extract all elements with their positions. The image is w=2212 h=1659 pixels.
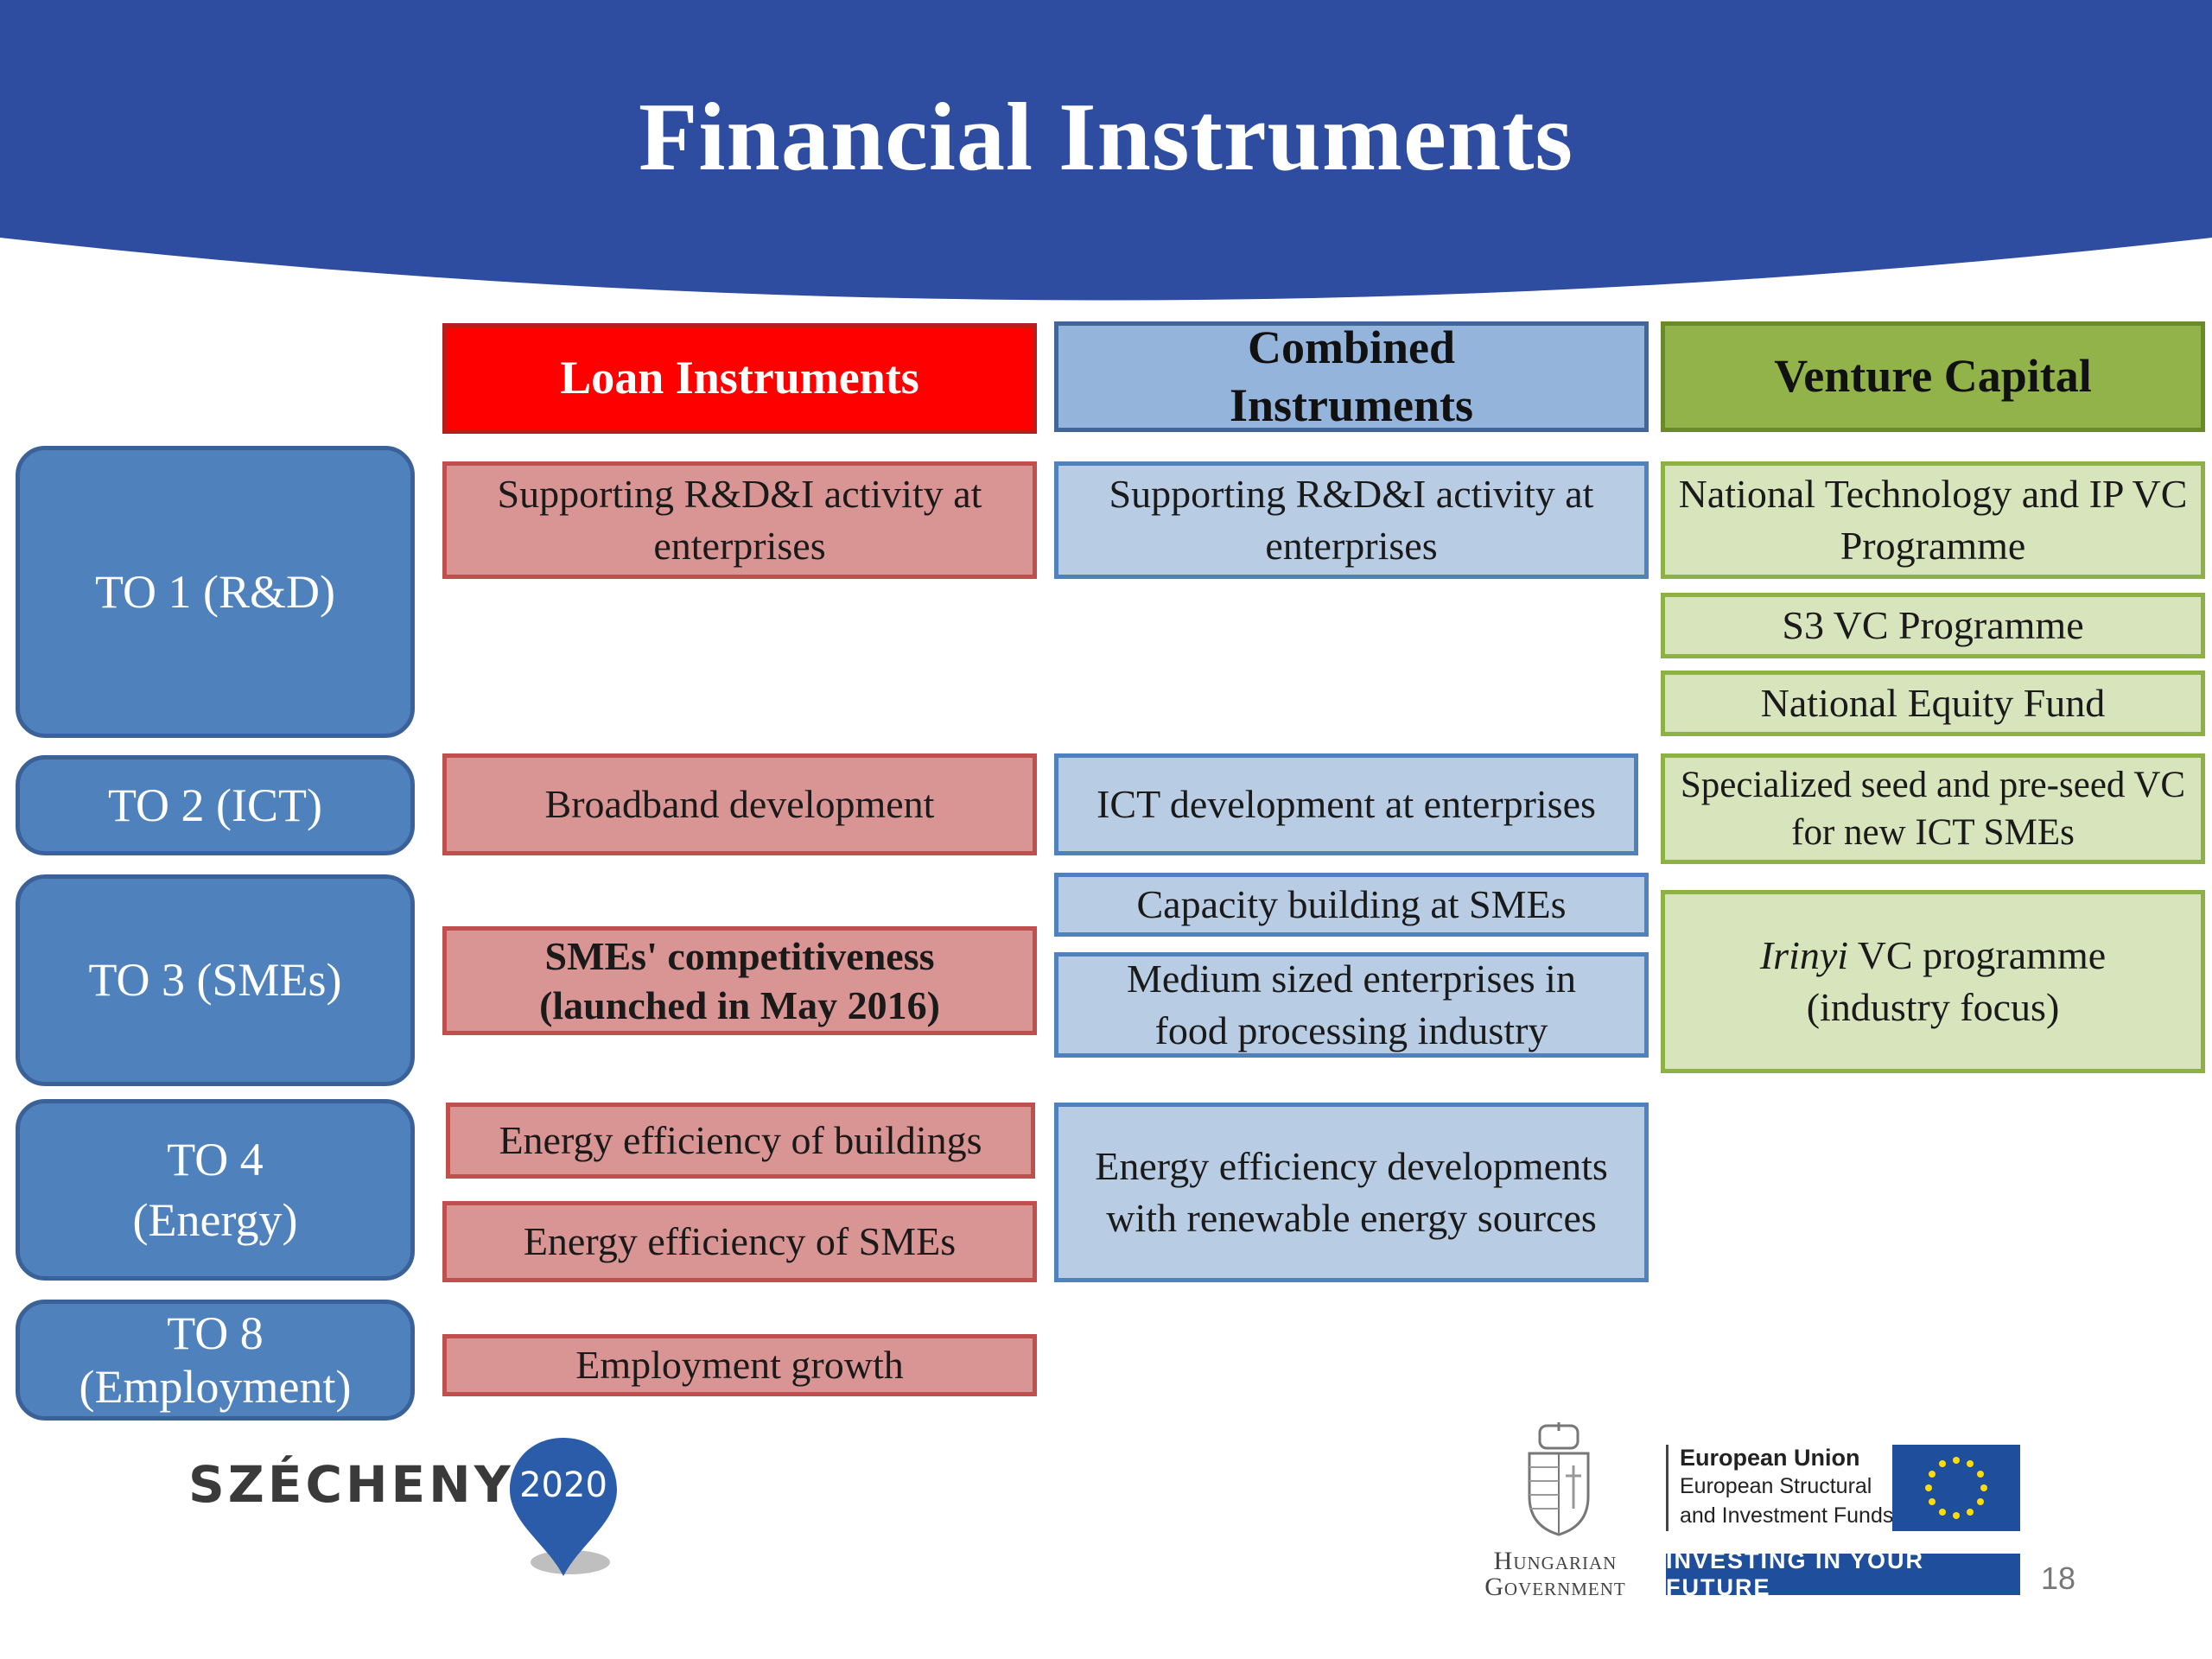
vc-irinyi: Irinyi VC programme (industry focus) xyxy=(1661,890,2205,1073)
loan-smes-competitiveness: SMEs' competitiveness (launched in May 2… xyxy=(442,926,1037,1035)
header-banner xyxy=(0,0,2212,301)
hungarian-government-label: Hungarian Government xyxy=(1484,1547,1626,1601)
to8-box: TO 8 (Employment) xyxy=(16,1300,415,1421)
page-title: Financial Instruments xyxy=(639,84,1573,191)
eu-label-line3: and Investment Funds xyxy=(1680,1503,1894,1528)
to4-box: TO 4 (Energy) xyxy=(16,1099,415,1281)
combined-rdi: Supporting R&D&I activity at enterprises xyxy=(1054,461,1649,579)
vc-national-tech-ip: National Technology and IP VC Programme xyxy=(1661,461,2205,579)
to3-box: TO 3 (SMEs) xyxy=(16,874,415,1086)
eu-label-line2: European Structural xyxy=(1680,1474,1872,1498)
eu-label-line1: European Union xyxy=(1680,1445,1860,1471)
column-header-loan: Loan Instruments xyxy=(442,323,1037,434)
vc-national-equity-fund: National Equity Fund xyxy=(1661,671,2205,736)
loan-ee-buildings: Energy efficiency of buildings xyxy=(446,1103,1035,1179)
loan-rdi: Supporting R&D&I activity at enterprises xyxy=(442,461,1037,579)
loan-employment: Employment growth xyxy=(442,1334,1037,1396)
vc-s3: S3 VC Programme xyxy=(1661,593,2205,658)
column-header-combined: Combined Instruments xyxy=(1054,321,1649,432)
location-pin-icon xyxy=(510,1438,617,1576)
combined-energy: Energy efficiency developments with rene… xyxy=(1054,1103,1649,1282)
szechenyi-year: 2020 xyxy=(519,1465,607,1505)
combined-ict: ICT development at enterprises xyxy=(1054,753,1638,855)
column-header-vc: Venture Capital xyxy=(1661,321,2205,432)
vc-seed-ict: Specialized seed and pre-seed VC for new… xyxy=(1661,753,2205,864)
eu-divider xyxy=(1666,1445,1669,1531)
loan-ee-smes: Energy efficiency of SMEs xyxy=(442,1201,1037,1282)
combined-capacity: Capacity building at SMEs xyxy=(1054,873,1649,937)
loan-broadband: Broadband development xyxy=(442,753,1037,855)
eu-flag-icon xyxy=(1892,1445,2020,1531)
page-number: 18 xyxy=(2041,1560,2076,1596)
hungarian-coat-of-arms-icon xyxy=(1528,1422,1590,1536)
to1-box: TO 1 (R&D) xyxy=(16,446,415,738)
szechenyi-logo-text: SZÉCHENYI xyxy=(188,1455,537,1514)
to2-box: TO 2 (ICT) xyxy=(16,755,415,855)
investing-banner: INVESTING IN YOUR FUTURE xyxy=(1666,1548,2020,1600)
combined-food-processing: Medium sized enterprises in food process… xyxy=(1054,952,1649,1058)
